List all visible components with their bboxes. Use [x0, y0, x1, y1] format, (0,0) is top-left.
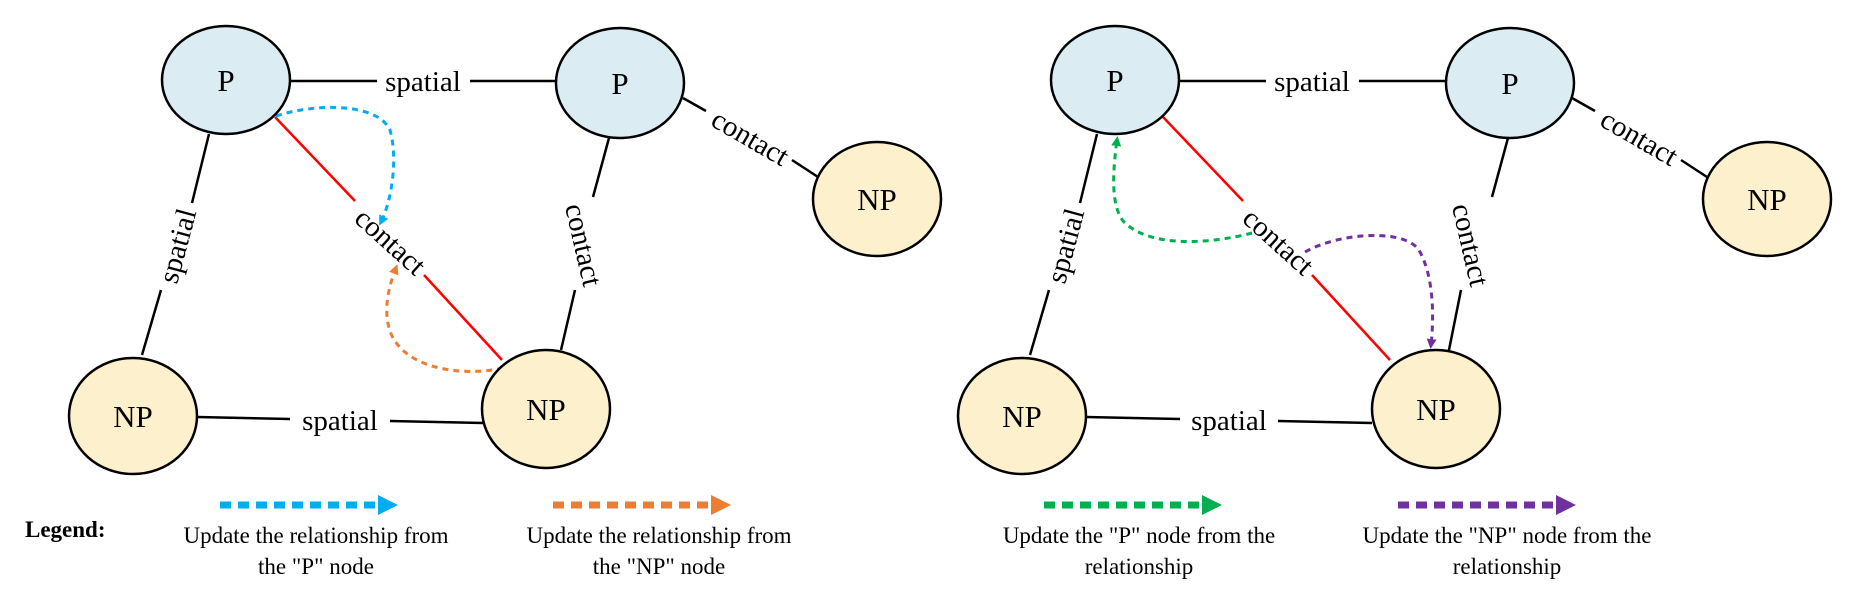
p-node: P — [1049, 24, 1181, 136]
legend-item-update-p-from-relationship: Update the "P" node from the relationshi… — [1003, 495, 1275, 579]
svg-text:P: P — [1501, 66, 1518, 101]
edge-label-contact-highlighted: contact — [1236, 202, 1320, 282]
p-node: P — [160, 24, 292, 136]
edge-spatial-bottom — [389, 419, 484, 425]
edge-contact-highlighted — [274, 116, 356, 202]
legend-item-update-np-from-relationship: Update the "NP" node from the relationsh… — [1363, 495, 1652, 579]
edge-contact-right — [1571, 96, 1596, 113]
edge-contact-middle — [591, 137, 611, 198]
svg-text:the "NP" node: the "NP" node — [593, 554, 726, 579]
legend-item-update-relationship-from-np: Update the relationship from the "NP" no… — [526, 495, 792, 579]
p-node: P — [1444, 26, 1576, 140]
p-node: P — [554, 26, 686, 140]
svg-text:NP: NP — [1002, 399, 1042, 434]
svg-text:Update the relationship from: Update the relationship from — [526, 523, 791, 548]
edge-contact-highlighted — [423, 274, 503, 361]
edge-label-spatial-left: spatial — [1041, 205, 1092, 286]
svg-text:Update the "NP" node from the: Update the "NP" node from the — [1363, 523, 1652, 548]
arrow-update-np-from-relationship — [1304, 234, 1437, 349]
edge-label-spatial-top: spatial — [385, 66, 461, 98]
arrow-update-relationship-from-p — [275, 105, 396, 226]
edge-contact-highlighted — [1162, 116, 1244, 202]
legend-item-update-relationship-from-p: Update the relationship from the "P" nod… — [183, 495, 449, 579]
edge-contact-middle — [1447, 289, 1463, 351]
edge-label-spatial-top: spatial — [1274, 66, 1350, 98]
edge-spatial-left — [1028, 289, 1051, 356]
svg-text:the "P" node: the "P" node — [258, 554, 374, 579]
edge-label-contact-highlighted: contact — [348, 202, 432, 282]
np-node: NP — [1370, 348, 1502, 470]
edge-contact-middle — [559, 289, 577, 351]
legend-title: Legend: — [25, 517, 106, 542]
svg-text:NP: NP — [857, 182, 897, 217]
edge-contact-highlighted — [1311, 274, 1391, 361]
edge-contact-middle — [1490, 137, 1510, 198]
arrow-update-p-from-relationship — [1111, 136, 1253, 243]
svg-text:NP: NP — [1747, 182, 1787, 217]
edge-contact-right — [1680, 158, 1708, 179]
svg-text:P: P — [1106, 63, 1123, 98]
edge-spatial-bottom — [1277, 419, 1373, 425]
arrow-update-relationship-from-np — [385, 264, 504, 373]
edge-spatial-left — [140, 289, 163, 356]
np-node: NP — [480, 348, 612, 470]
graph-left: spatial contact spatial contact spatial … — [67, 24, 943, 476]
svg-text:Update the "P" node from the: Update the "P" node from the — [1003, 523, 1275, 548]
edge-label-contact-middle: contact — [558, 201, 608, 290]
edge-label-spatial-bottom: spatial — [1191, 405, 1267, 437]
edge-contact-right — [682, 96, 707, 113]
edge-spatial-left — [1078, 133, 1099, 204]
edge-label-contact-middle: contact — [1445, 201, 1495, 290]
svg-text:relationship: relationship — [1085, 554, 1194, 579]
edge-contact-right — [791, 158, 819, 179]
edge-label-contact-right: contact — [706, 103, 795, 173]
svg-text:relationship: relationship — [1453, 554, 1562, 579]
legend: Legend: Update the relationship from the… — [25, 495, 1652, 579]
graph-right: spatial contact spatial contact spatial … — [956, 24, 1833, 476]
edge-label-spatial-left: spatial — [153, 205, 204, 286]
svg-text:NP: NP — [526, 392, 566, 427]
svg-text:P: P — [217, 63, 234, 98]
svg-text:P: P — [611, 66, 628, 101]
svg-text:Update the relationship from: Update the relationship from — [183, 523, 448, 548]
edge-spatial-left — [190, 133, 211, 204]
edge-spatial-bottom — [196, 415, 291, 421]
edge-spatial-bottom — [1085, 415, 1181, 421]
svg-text:NP: NP — [1416, 392, 1456, 427]
edge-label-contact-right: contact — [1595, 103, 1684, 173]
edge-label-spatial-bottom: spatial — [302, 405, 378, 437]
np-node: NP — [67, 356, 199, 476]
np-node: NP — [956, 356, 1088, 476]
np-node: NP — [811, 140, 943, 258]
svg-text:NP: NP — [113, 399, 153, 434]
np-node: NP — [1701, 140, 1833, 258]
